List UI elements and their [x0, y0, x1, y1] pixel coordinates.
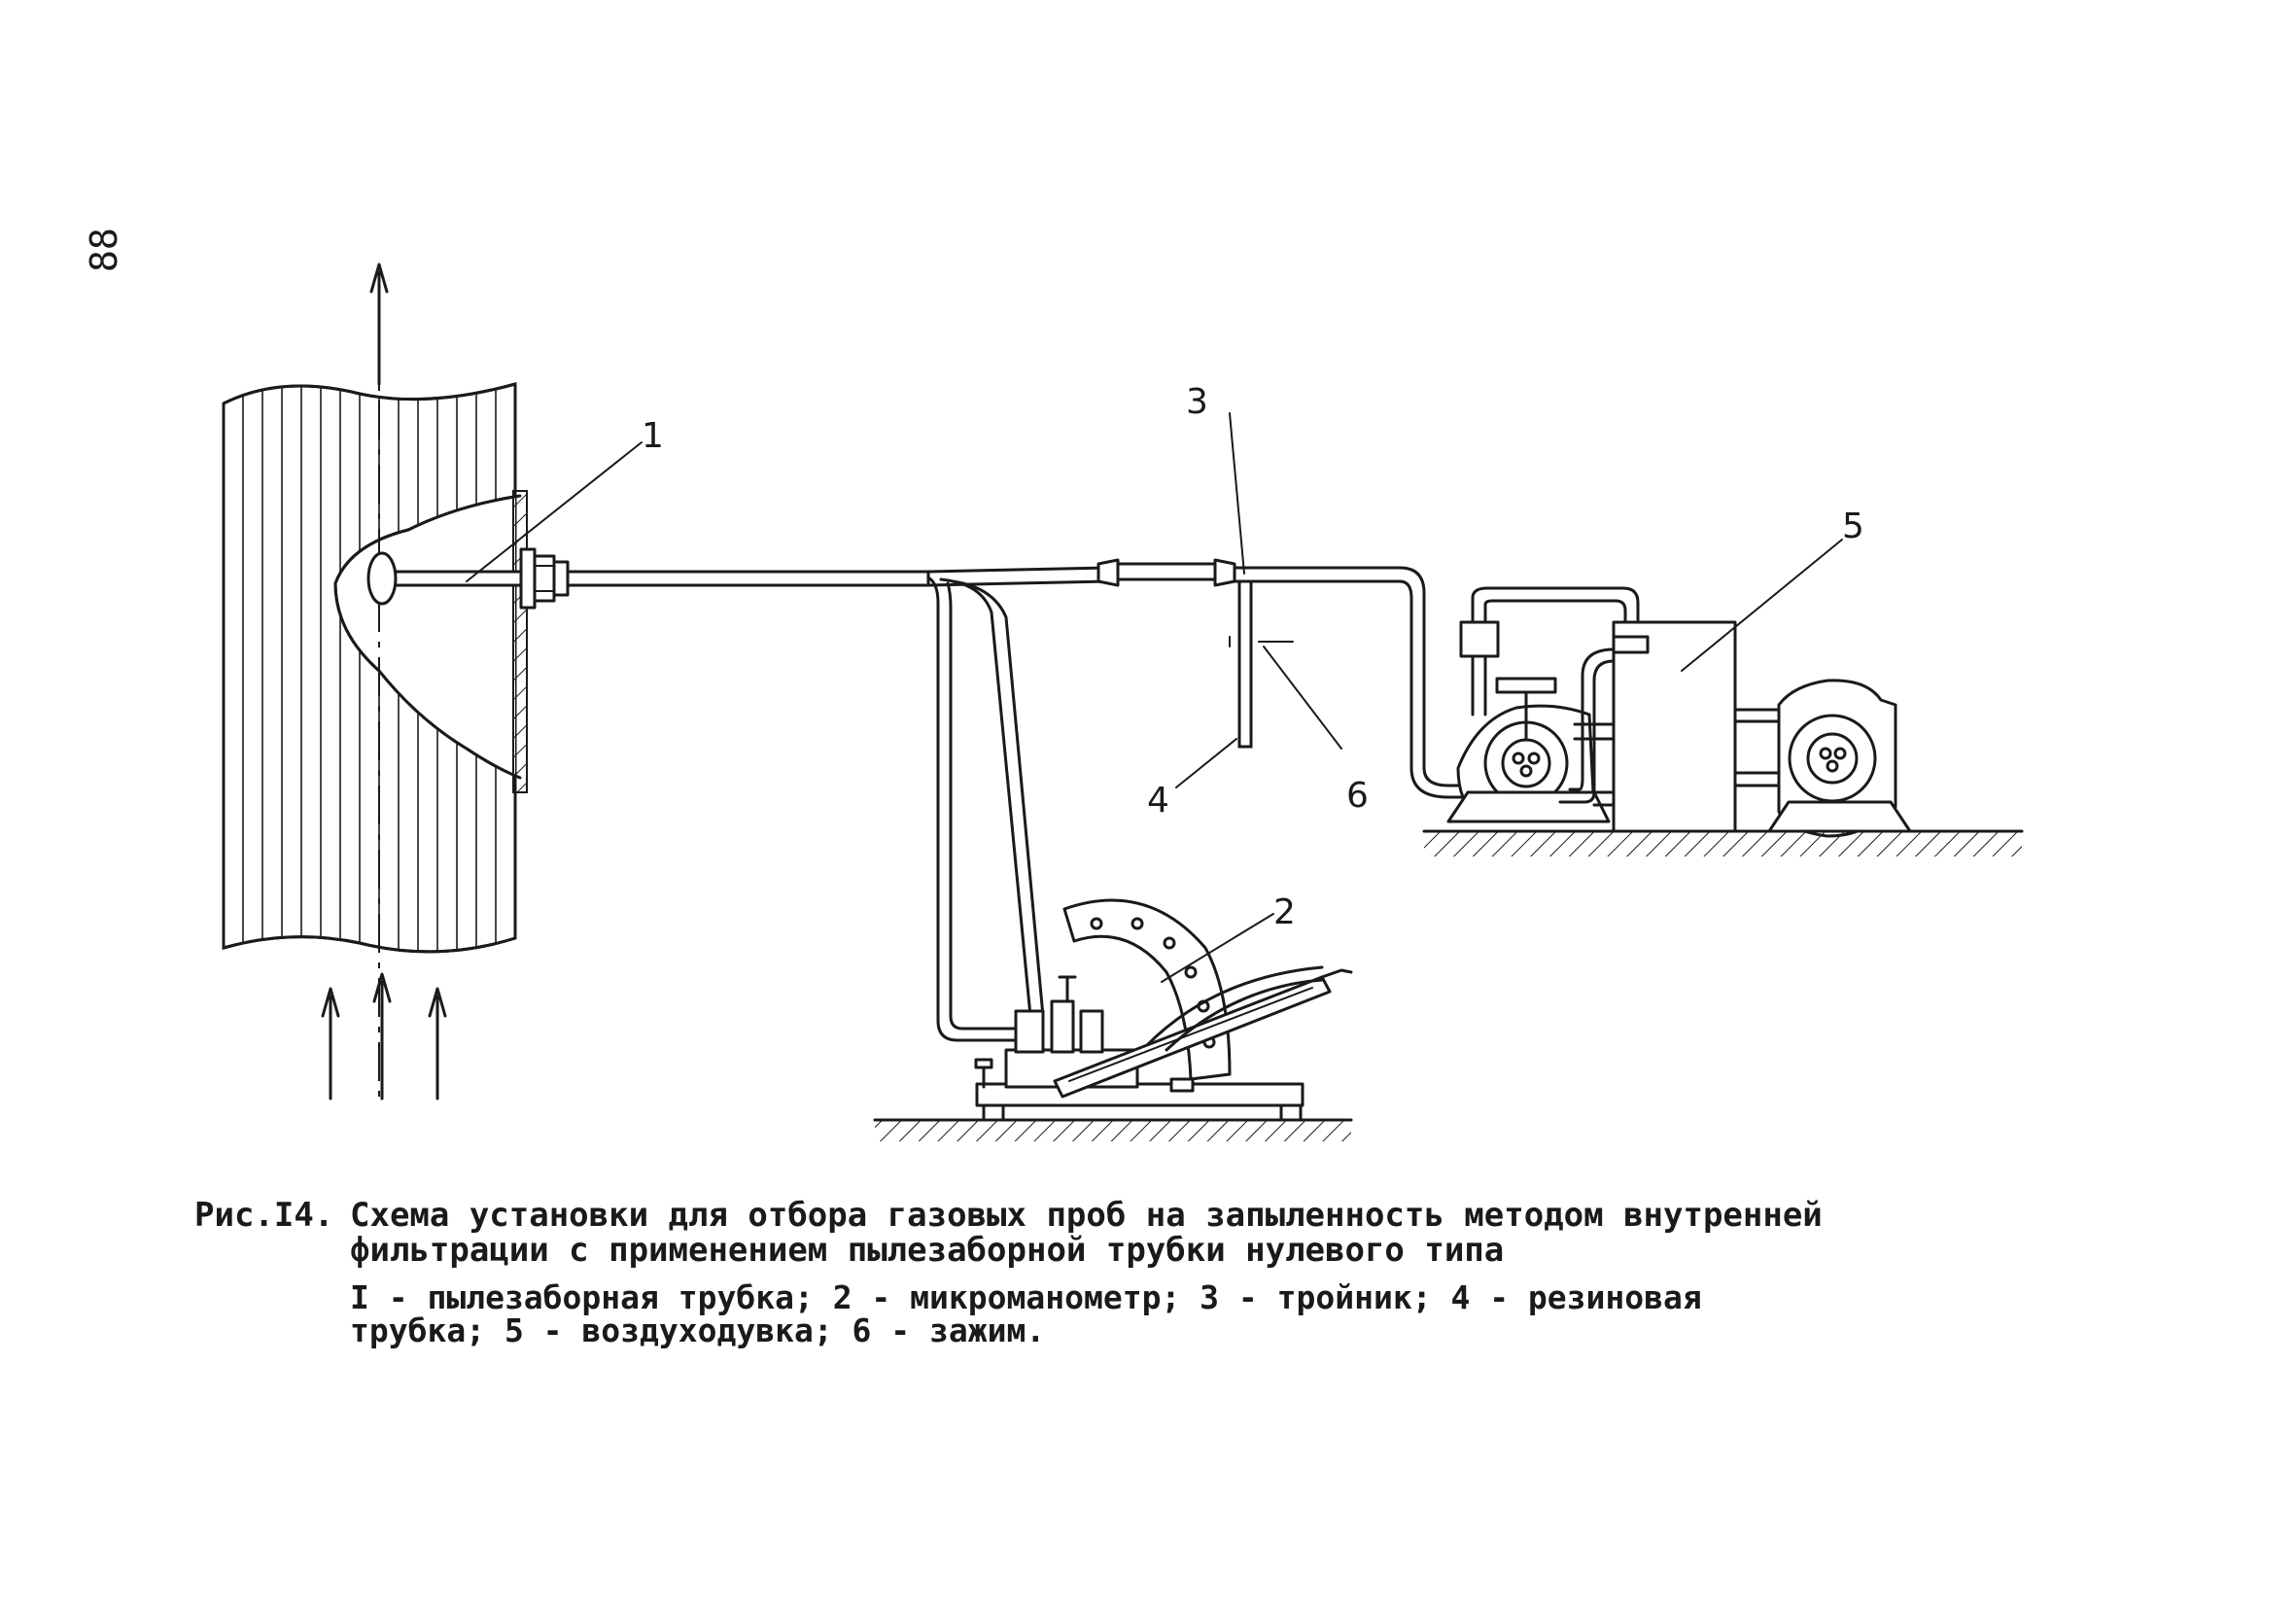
label-3: 3: [1186, 382, 1208, 422]
label-6: 6: [1346, 776, 1369, 816]
caption-title-line2: фильтрации с применением пылезаборной тр…: [350, 1231, 1505, 1270]
label-5: 5: [1842, 507, 1864, 546]
caption-legend-line1: I - пылезаборная трубка; 2 - микроманоме…: [350, 1278, 1702, 1316]
flue-duct: [222, 272, 528, 1099]
electric-motor: [1767, 679, 1912, 838]
air-blower: [1446, 586, 1640, 823]
page-number: 88: [83, 227, 125, 272]
rubber-hose: [926, 558, 1470, 799]
caption-number: Рис.I4.: [194, 1196, 334, 1235]
figure-caption: Рис.I4. Схема установки для отбора газовы…: [194, 1198, 2119, 1347]
blower-cabinet: [1573, 620, 1781, 833]
ground-manometer: [873, 1118, 1353, 1141]
micromanometer: [974, 898, 1353, 1122]
caption-title-line1: Схема установки для отбора газовых проб …: [350, 1196, 1823, 1235]
tee-and-rubber-tube: [1229, 579, 1294, 749]
caption-legend-line2: трубка; 5 - воздуходувка; 6 - зажим.: [350, 1311, 1046, 1349]
manometer-hoses: [926, 576, 1045, 1042]
label-1: 1: [642, 416, 664, 456]
label-4: 4: [1147, 781, 1169, 821]
label-2: 2: [1273, 892, 1296, 932]
ground-blower: [1422, 829, 2024, 856]
flow-arrows: [321, 262, 447, 1101]
